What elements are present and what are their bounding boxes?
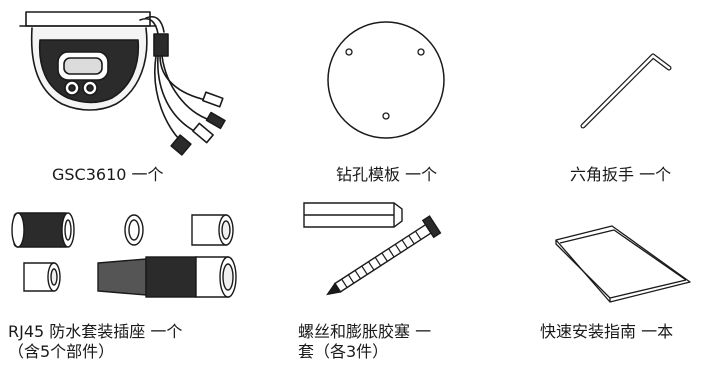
caption-hex-key: 六角扳手 一个	[570, 165, 671, 185]
caption-line: （含5个部件）	[8, 342, 115, 361]
rj45-kit-illustration	[6, 205, 256, 300]
camera-illustration	[0, 0, 240, 160]
caption-rj45-kit: RJ45 防水套装插座 一个 （含5个部件）	[8, 322, 182, 362]
caption-drill-template: 钻孔模板 一个	[336, 165, 437, 185]
hex-key-illustration	[575, 48, 675, 134]
drill-template-icon	[327, 21, 445, 139]
caption-line: 快速安装指南 一本	[540, 322, 674, 341]
caption-line: 套（各3件）	[298, 342, 389, 361]
caption-line: 钻孔模板 一个	[336, 165, 438, 184]
booklet-icon	[555, 225, 691, 303]
screw-anchor-illustration	[298, 195, 458, 296]
caption-line: RJ45 防水套装插座 一个	[8, 322, 183, 341]
screw-anchor-icon	[303, 202, 442, 296]
caption-line: GSC3610 一个	[52, 165, 164, 184]
quick-guide-illustration	[552, 224, 692, 304]
hex-key-icon	[580, 53, 672, 129]
rj45-kit-icon	[11, 212, 237, 298]
caption-camera: GSC3610 一个	[52, 165, 164, 185]
drill-template-illustration	[325, 18, 447, 142]
caption-screw-anchor: 螺丝和膨胀胶塞 一 套（各3件）	[298, 322, 431, 362]
dome-camera-icon	[19, 11, 226, 156]
caption-line: 六角扳手 一个	[570, 165, 672, 184]
caption-line: 螺丝和膨胀胶塞 一	[298, 322, 432, 341]
caption-quick-guide: 快速安装指南 一本	[540, 322, 673, 342]
